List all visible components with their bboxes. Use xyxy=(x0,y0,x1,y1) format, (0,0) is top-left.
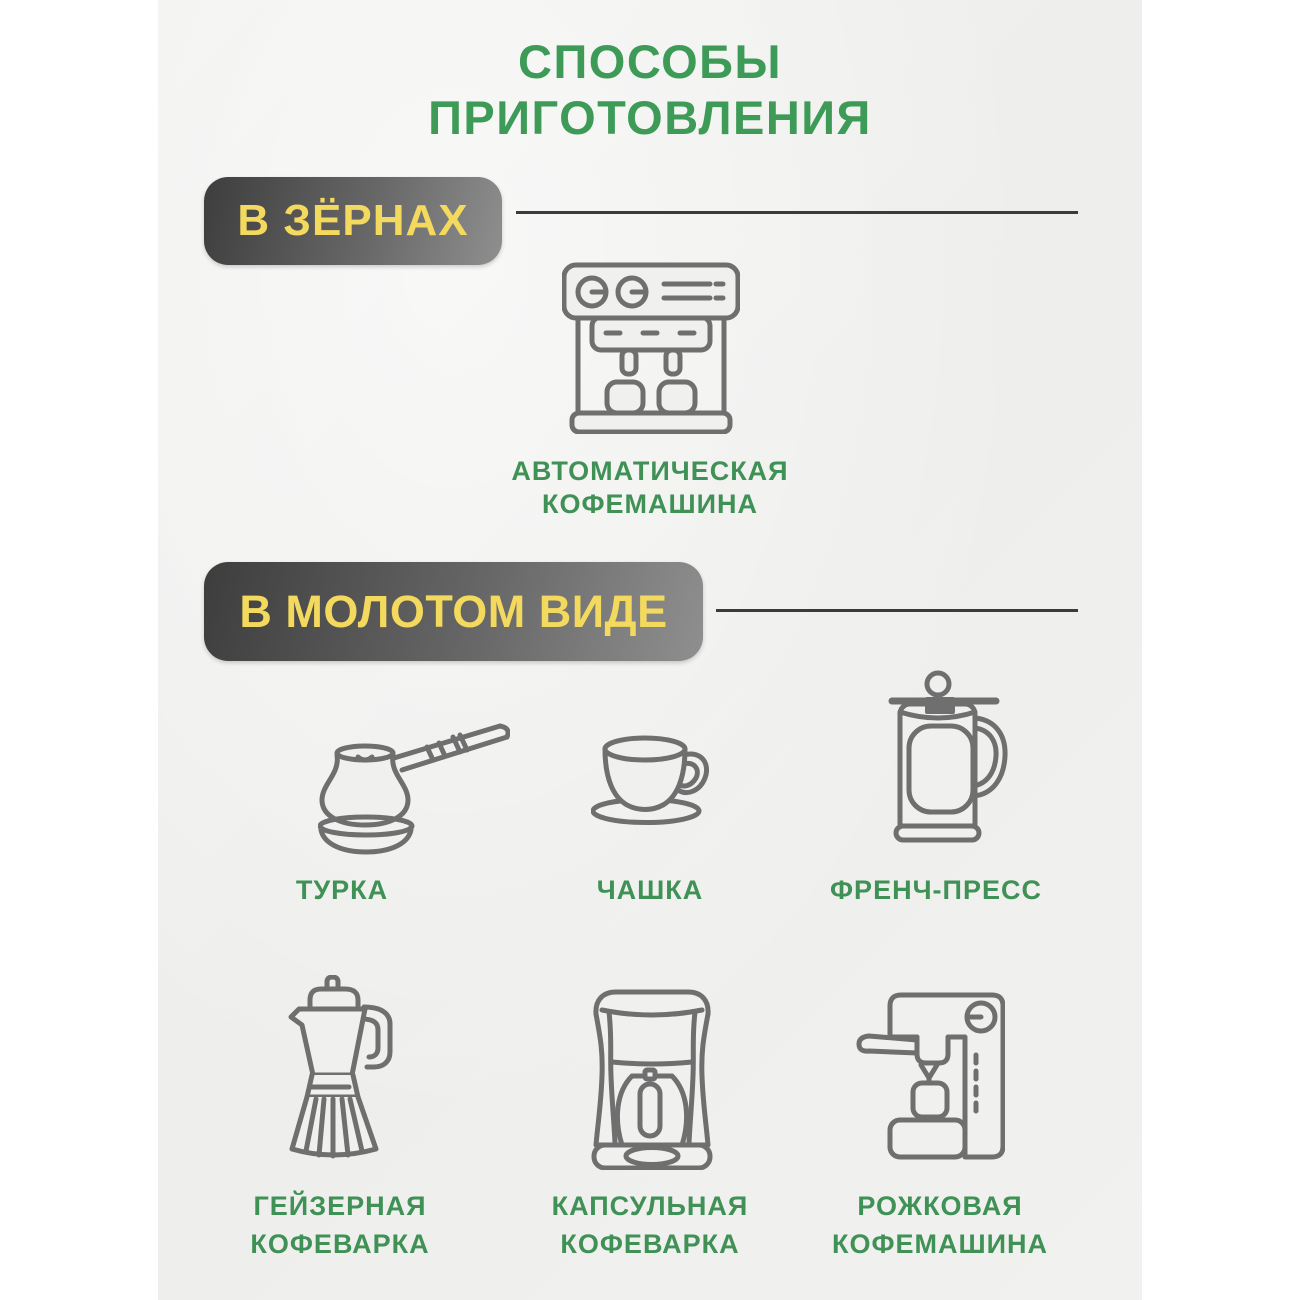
cup-icon xyxy=(591,734,709,827)
french-press-label: ФРЕНЧ-ПРЕСС xyxy=(786,874,1086,907)
section-beans-divider-line xyxy=(516,211,1078,214)
label-line1: ЧАШКА xyxy=(596,875,704,905)
label-line1: ФРЕНЧ-ПРЕСС xyxy=(830,875,1042,905)
espresso-machine-label: РОЖКОВАЯ КОФЕМАШИНА xyxy=(790,1187,1090,1263)
section-ground-badge: В МОЛОТОМ ВИДЕ xyxy=(204,562,703,661)
label-line2: КОФЕВАРКА xyxy=(250,1229,430,1259)
turka-label: ТУРКА xyxy=(192,874,492,907)
geyser-coffee-maker-label: ГЕЙЗЕРНАЯ КОФЕВАРКА xyxy=(190,1187,490,1263)
label-line1: РОЖКОВАЯ xyxy=(857,1191,1023,1221)
label-line1: КАПСУЛЬНАЯ xyxy=(551,1191,749,1221)
capsule-coffee-maker-label: КАПСУЛЬНАЯ КОФЕВАРКА xyxy=(500,1187,800,1263)
section-beans-badge: В ЗЁРНАХ xyxy=(204,177,502,265)
automatic-coffee-machine-label: АВТОМАТИЧЕСКАЯ КОФЕМАШИНА xyxy=(400,455,900,521)
capsule-coffee-maker-icon xyxy=(590,988,714,1170)
espresso-machine-icon xyxy=(855,992,1005,1160)
label-line2: КОФЕМАШИНА xyxy=(541,489,759,519)
label-line2: КОФЕВАРКА xyxy=(560,1229,740,1259)
section-ground-divider-line xyxy=(716,609,1078,612)
section-beans-badge-label: В ЗЁРНАХ xyxy=(237,196,469,245)
section-ground-badge-label: В МОЛОТОМ ВИДЕ xyxy=(239,585,668,637)
french-press-icon xyxy=(878,668,1010,846)
label-line2: КОФЕМАШИНА xyxy=(831,1229,1049,1259)
page-title: СПОСОБЫ ПРИГОТОВЛЕНИЯ xyxy=(158,34,1142,146)
geyser-coffee-maker-icon xyxy=(287,975,397,1161)
label-line1: ТУРКА xyxy=(295,875,389,905)
page-title-line1: СПОСОБЫ xyxy=(518,35,782,88)
label-line1: АВТОМАТИЧЕСКАЯ xyxy=(511,456,789,486)
page-title-line2: ПРИГОТОВЛЕНИЯ xyxy=(428,91,872,144)
cup-label: ЧАШКА xyxy=(500,874,800,907)
turka-icon xyxy=(318,722,510,855)
label-line1: ГЕЙЗЕРНАЯ xyxy=(253,1191,427,1221)
automatic-coffee-machine-icon xyxy=(562,262,740,434)
